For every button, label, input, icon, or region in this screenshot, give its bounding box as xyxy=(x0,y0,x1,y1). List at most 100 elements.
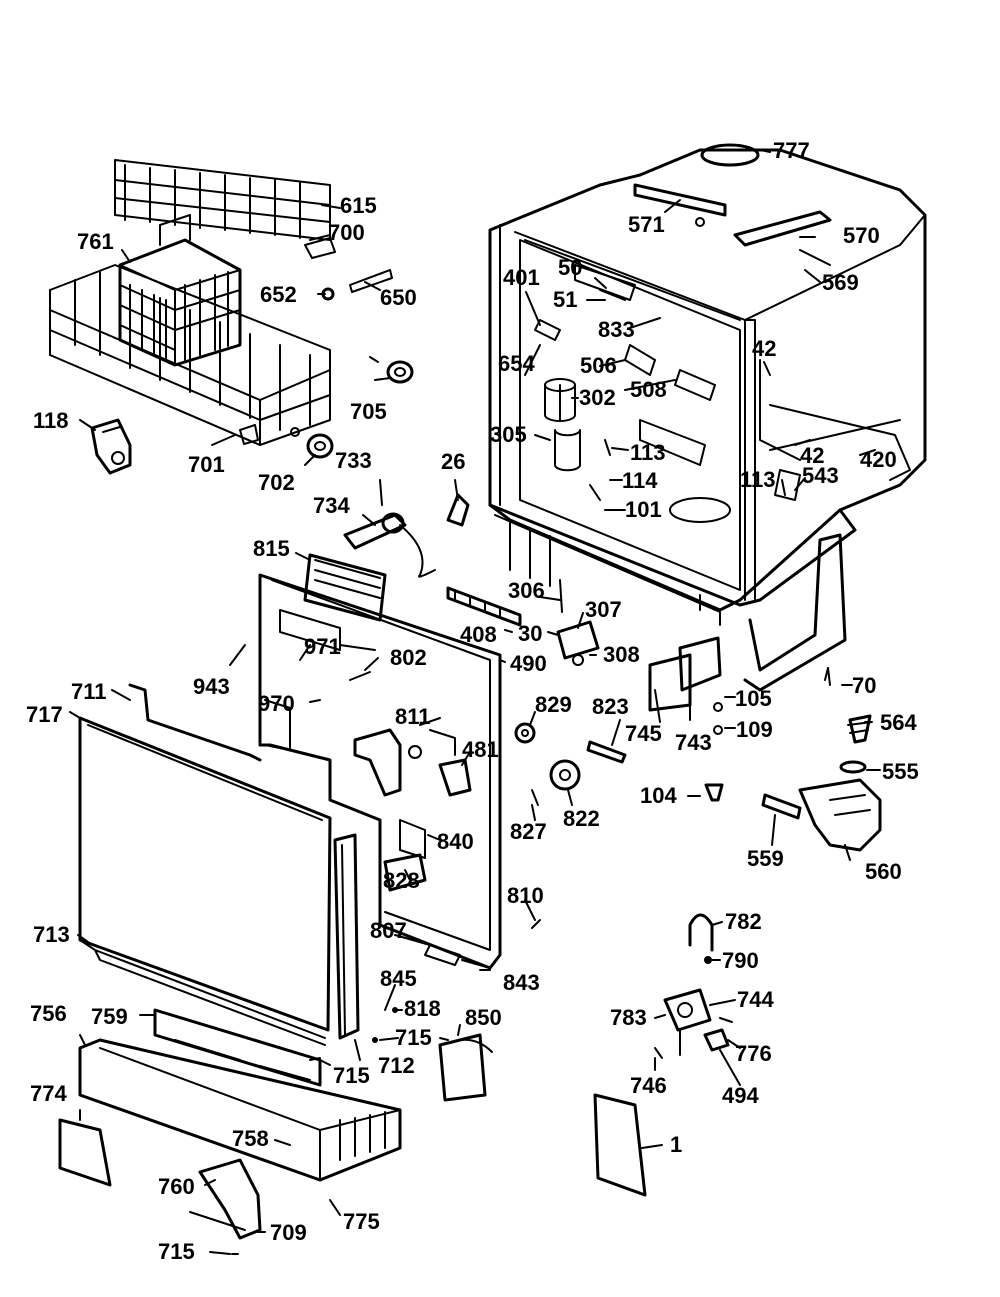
label-571: 571 xyxy=(628,212,665,237)
label-560: 560 xyxy=(865,859,902,884)
label-823: 823 xyxy=(592,694,629,719)
outer-door-panel xyxy=(78,683,332,1046)
label-555: 555 xyxy=(882,759,919,784)
tub-assembly xyxy=(488,143,927,692)
label-559: 559 xyxy=(747,846,784,871)
control-parts xyxy=(556,579,831,802)
label-50: 50 xyxy=(558,255,582,280)
pump-motor xyxy=(761,714,882,852)
label-783: 783 xyxy=(610,1005,647,1030)
label-715c: 715 xyxy=(158,1239,195,1264)
label-815: 815 xyxy=(253,536,290,561)
label-652: 652 xyxy=(260,282,297,307)
label-828: 828 xyxy=(383,868,420,893)
vent-fan xyxy=(514,722,627,806)
label-490: 490 xyxy=(510,651,547,676)
label-1: 1 xyxy=(670,1132,682,1157)
label-712: 712 xyxy=(378,1053,415,1078)
label-508: 508 xyxy=(630,377,667,402)
part-labels: 777 615 700 761 571 570 569 652 650 401 … xyxy=(26,138,919,1264)
label-569: 569 xyxy=(822,270,859,295)
label-971: 971 xyxy=(304,634,341,659)
label-705: 705 xyxy=(350,399,387,424)
label-756: 756 xyxy=(30,1001,67,1026)
label-51: 51 xyxy=(553,287,577,312)
label-543: 543 xyxy=(802,463,839,488)
silverware-basket xyxy=(118,214,242,367)
label-733: 733 xyxy=(335,448,372,473)
label-734: 734 xyxy=(313,493,350,518)
label-30: 30 xyxy=(518,621,542,646)
label-758: 758 xyxy=(232,1126,269,1151)
label-744: 744 xyxy=(737,987,774,1012)
wire-assembly xyxy=(343,479,470,578)
label-306: 306 xyxy=(508,578,545,603)
label-408: 408 xyxy=(460,622,497,647)
door-side-channel xyxy=(333,833,360,1040)
label-790: 790 xyxy=(722,948,759,973)
label-827: 827 xyxy=(510,819,547,844)
label-305: 305 xyxy=(490,422,527,447)
label-713: 713 xyxy=(33,922,70,947)
label-26: 26 xyxy=(441,449,465,474)
misc-fasteners xyxy=(231,667,829,1255)
door-hardware xyxy=(438,1033,493,1102)
door-vent xyxy=(446,586,522,627)
label-711: 711 xyxy=(71,679,107,704)
label-774: 774 xyxy=(30,1081,67,1106)
label-818: 818 xyxy=(404,996,441,1021)
label-113: 113 xyxy=(630,440,666,465)
label-802: 802 xyxy=(390,645,427,670)
rack-hardware xyxy=(90,237,414,475)
label-943: 943 xyxy=(193,674,230,699)
leader-lines xyxy=(69,149,881,1255)
toe-kick-panel xyxy=(58,1008,402,1240)
label-743: 743 xyxy=(675,730,712,755)
label-810: 810 xyxy=(507,883,544,908)
label-822: 822 xyxy=(563,806,600,831)
inner-door xyxy=(258,553,502,970)
label-118: 118 xyxy=(33,408,69,433)
label-761: 761 xyxy=(77,229,114,254)
label-654: 654 xyxy=(498,351,535,376)
label-101: 101 xyxy=(625,497,662,522)
label-702: 702 xyxy=(258,470,295,495)
label-782: 782 xyxy=(725,909,762,934)
label-777: 777 xyxy=(773,138,810,163)
label-701: 701 xyxy=(188,452,225,477)
label-700: 700 xyxy=(328,220,365,245)
label-843: 843 xyxy=(503,970,540,995)
label-420: 420 xyxy=(860,447,897,472)
label-760: 760 xyxy=(158,1174,195,1199)
label-775: 775 xyxy=(343,1209,380,1234)
label-42b: 42 xyxy=(800,443,824,468)
label-570: 570 xyxy=(843,223,880,248)
label-302: 302 xyxy=(579,385,616,410)
water-valve xyxy=(593,913,733,1197)
label-709: 709 xyxy=(270,1220,307,1245)
label-745: 745 xyxy=(625,721,662,746)
label-715b: 715 xyxy=(333,1063,370,1088)
label-759: 759 xyxy=(91,1004,128,1029)
label-833: 833 xyxy=(598,317,635,342)
label-308: 308 xyxy=(603,642,640,667)
label-104: 104 xyxy=(640,783,677,808)
label-481: 481 xyxy=(462,737,499,762)
label-105: 105 xyxy=(735,686,772,711)
label-114: 114 xyxy=(622,468,658,493)
label-829: 829 xyxy=(535,692,572,717)
label-401: 401 xyxy=(503,265,540,290)
label-42: 42 xyxy=(752,336,776,361)
label-970: 970 xyxy=(258,691,295,716)
label-494: 494 xyxy=(722,1083,759,1108)
label-715: 715 xyxy=(395,1025,432,1050)
label-650: 650 xyxy=(380,285,417,310)
label-850: 850 xyxy=(465,1005,502,1030)
label-840: 840 xyxy=(437,829,474,854)
label-70: 70 xyxy=(852,673,876,698)
label-717: 717 xyxy=(26,702,63,727)
label-564: 564 xyxy=(880,710,917,735)
label-746: 746 xyxy=(630,1073,667,1098)
label-776: 776 xyxy=(735,1041,772,1066)
